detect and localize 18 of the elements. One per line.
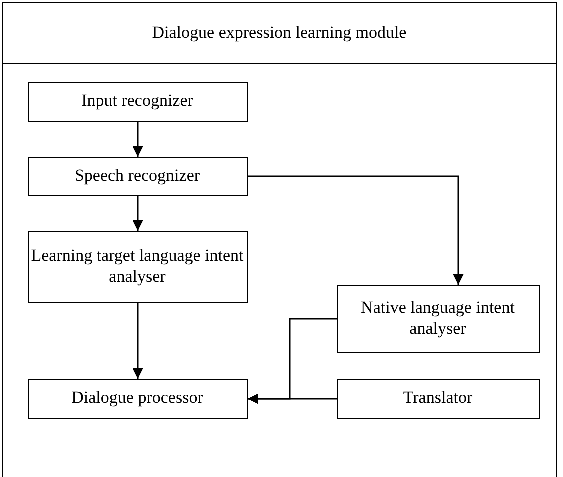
process-box <box>28 82 248 122</box>
arrow <box>132 122 144 157</box>
arrow <box>132 196 144 231</box>
box-label: Learning target language intent analyser <box>30 246 245 287</box>
box-label: Input recognizer <box>82 91 194 112</box>
box-label: Native language intent analyser <box>360 298 516 339</box>
box-label: Dialogue processor <box>72 388 204 409</box>
process-box <box>28 156 248 196</box>
process-box <box>336 378 540 418</box>
arrow <box>248 394 337 404</box>
arrow <box>132 303 144 379</box>
box-label: Translator <box>403 388 473 409</box>
box-label: Speech recognizer <box>74 166 200 186</box>
process-box <box>336 284 540 352</box>
process-box <box>28 378 248 418</box>
process-box <box>28 230 248 302</box>
module-title: Dialogue expression learning module <box>3 3 556 64</box>
arrow <box>248 176 464 285</box>
